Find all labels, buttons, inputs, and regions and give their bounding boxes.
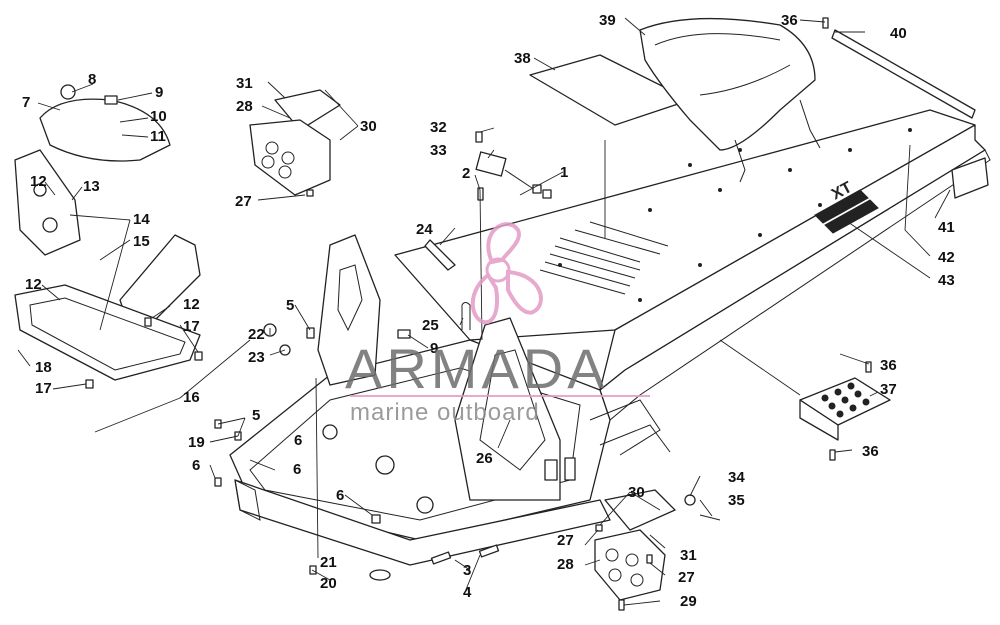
callout-27: 27 [678, 569, 695, 586]
callout-2: 2 [462, 165, 470, 182]
callout-36: 36 [880, 357, 897, 374]
step-plate-part-37 [799, 377, 891, 441]
callout-30: 30 [628, 484, 645, 501]
clip-part-25 [461, 302, 471, 330]
callout-30: 30 [360, 118, 377, 135]
chassis-tunnel-part-1 [229, 109, 991, 566]
callout-42: 42 [938, 249, 955, 266]
rail-part-40 [831, 29, 976, 119]
seat-part-39 [639, 17, 821, 183]
callout-25: 25 [422, 317, 439, 334]
watermark: ARMADA marine outboard [345, 222, 650, 426]
harness-box-part-33 [475, 151, 552, 199]
callout-14: 14 [133, 211, 150, 228]
callout-5: 5 [252, 407, 260, 424]
leader-lines [17, 17, 951, 606]
callout-7: 7 [22, 94, 30, 111]
callout-43: 43 [938, 272, 955, 289]
callout-18: 18 [35, 359, 52, 376]
pin-part-24 [424, 239, 456, 271]
callout-6: 6 [336, 487, 344, 504]
callout-36: 36 [862, 443, 879, 460]
reflector-part-41 [951, 157, 989, 199]
callout-3: 3 [463, 562, 471, 579]
upper-bracket-part-14 [14, 149, 81, 256]
guard-assembly-upper [249, 89, 341, 196]
callout-5: 5 [286, 297, 294, 314]
nose-cover-part-7 [39, 84, 171, 162]
callout-29: 29 [680, 593, 697, 610]
callout-12: 12 [30, 173, 47, 190]
callout-34: 34 [728, 469, 745, 486]
callout-12: 12 [25, 276, 42, 293]
callout-numbers: 1 2 3 4 5 5 6 6 6 6 7 8 9 9 10 11 12 12 … [22, 12, 955, 610]
callout-21: 21 [320, 554, 337, 571]
small-parts-34-35 [684, 494, 721, 521]
callout-11: 11 [150, 128, 166, 145]
callout-6: 6 [192, 457, 200, 474]
callout-39: 39 [599, 12, 616, 29]
callout-23: 23 [248, 349, 265, 366]
callout-16: 16 [183, 389, 200, 406]
callout-26: 26 [476, 450, 493, 467]
callout-32: 32 [430, 119, 447, 136]
callout-24: 24 [416, 221, 433, 238]
callout-33: 33 [430, 142, 447, 159]
callout-17: 17 [183, 318, 200, 335]
watermark-tagline: marine outboard [350, 399, 540, 426]
callout-19: 19 [188, 434, 205, 451]
lower-plate-part-18 [14, 284, 201, 381]
callout-27: 27 [557, 532, 574, 549]
callout-17: 17 [35, 380, 52, 397]
callout-15: 15 [133, 233, 150, 250]
callout-31: 31 [680, 547, 697, 564]
callout-1: 1 [560, 164, 568, 181]
callout-37: 37 [880, 381, 897, 398]
propeller-logo [470, 222, 543, 325]
callout-6: 6 [294, 432, 302, 449]
callout-28: 28 [236, 98, 253, 115]
callout-10: 10 [150, 108, 167, 125]
callout-31: 31 [236, 75, 253, 92]
callout-9: 9 [430, 340, 438, 357]
callout-40: 40 [890, 25, 907, 42]
callout-20: 20 [320, 575, 337, 592]
watermark-brand: ARMADA [345, 337, 609, 400]
callout-4: 4 [463, 584, 472, 601]
callout-38: 38 [514, 50, 531, 67]
callout-27: 27 [235, 193, 252, 210]
callout-9: 9 [155, 84, 163, 101]
callout-13: 13 [83, 178, 100, 195]
callout-41: 41 [938, 219, 955, 236]
callout-35: 35 [728, 492, 745, 509]
callout-6: 6 [293, 461, 301, 478]
callout-22: 22 [248, 326, 265, 343]
callout-12: 12 [183, 296, 200, 313]
callout-8: 8 [88, 71, 96, 88]
callout-28: 28 [557, 556, 574, 573]
callout-36: 36 [781, 12, 798, 29]
guard-assembly-lower [594, 489, 676, 601]
